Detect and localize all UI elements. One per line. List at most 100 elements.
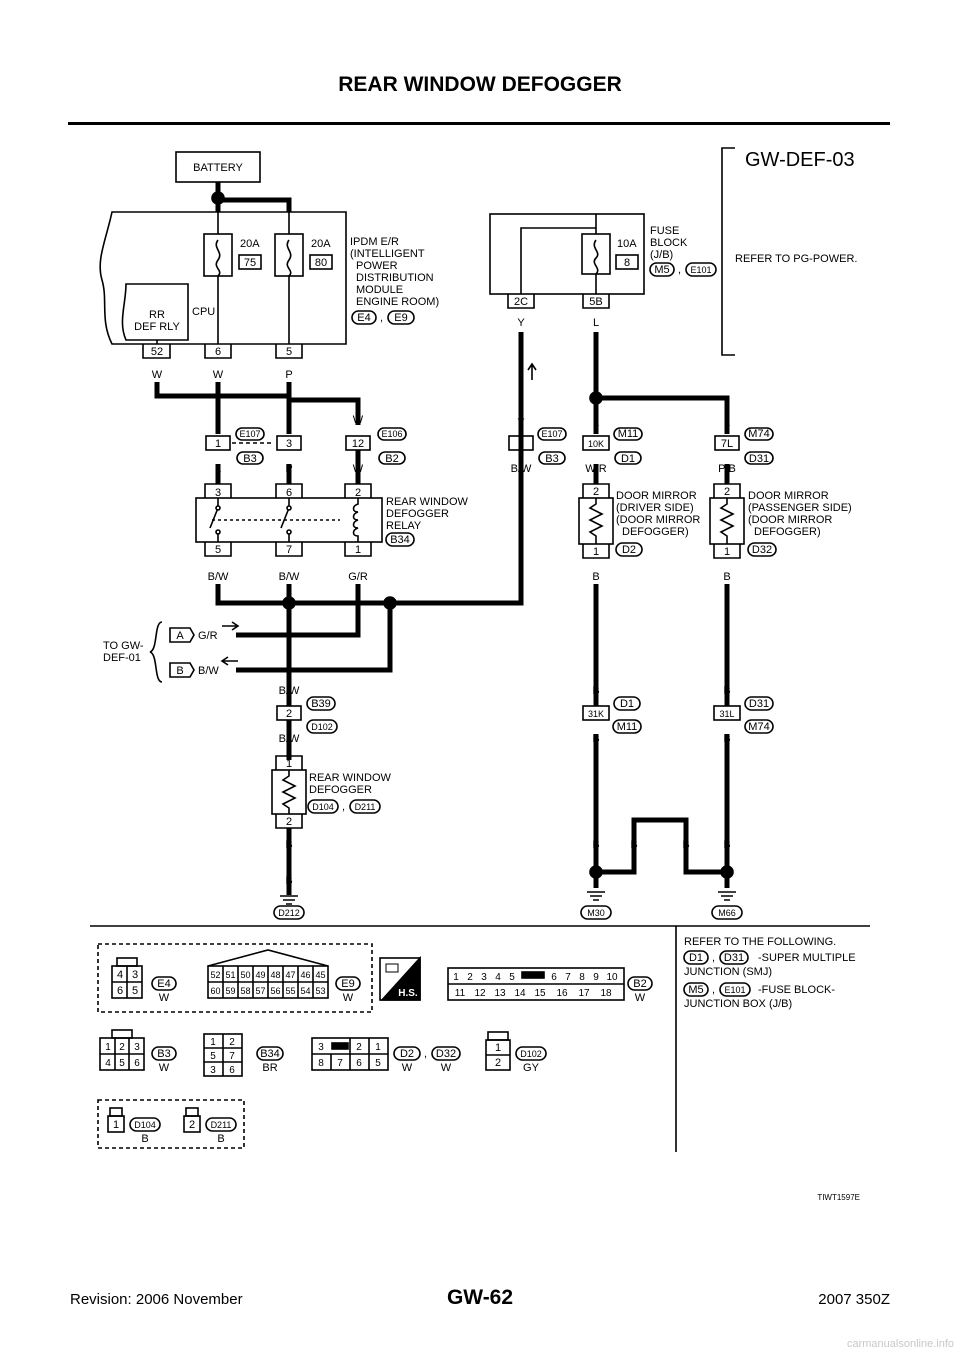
fuse-8-num-box: [615, 254, 639, 270]
fb-term-5b-label: 5B: [589, 296, 602, 308]
wire-l-down: [593, 332, 730, 434]
e9-pin: 47: [285, 970, 295, 980]
to-gw-brace: [149, 621, 163, 683]
relay-pin-bot-1: [344, 542, 372, 557]
e4-id: E4: [157, 978, 170, 990]
refer-d1: D1: [689, 952, 703, 964]
footer-revision: Revision: 2006 November: [70, 1291, 243, 1308]
relay-conn-box: [385, 532, 415, 547]
d104-id-box: [129, 1117, 161, 1132]
ipdm-box: [99, 211, 347, 345]
joint-b3-bot: B3: [243, 453, 256, 465]
joint-relay-b: [383, 596, 397, 610]
refer-jb-1: -FUSE BLOCK-: [758, 984, 835, 996]
e4-pin-4: 5: [132, 985, 138, 997]
ipdm-term-52-label: 52: [151, 346, 163, 358]
joint-e107-top: E107: [239, 429, 260, 439]
to-gw-l1: TO GW-: [103, 640, 144, 652]
b3-pin: 2: [119, 1042, 125, 1053]
b2-pin: 4: [495, 972, 501, 983]
relay-pin-bot-5: [204, 542, 232, 557]
joint-31l-pin: 31L: [719, 709, 734, 719]
fuse-75-num-box: [238, 254, 262, 270]
mirror-d-resistor: [588, 498, 604, 544]
ipdm-name-2: (INTELLIGENT: [350, 248, 425, 260]
fb-name-3: (J/B): [650, 249, 673, 261]
joint-e106-pin-box: [345, 435, 371, 451]
flow-arrow: [527, 362, 537, 380]
joint-b3b-bot: B3: [545, 453, 558, 465]
mirror-p-resistor: [719, 498, 735, 544]
wire-gr-2: G/R: [198, 630, 218, 642]
wire-relay-5: [215, 350, 524, 606]
b2-pin: 17: [578, 988, 590, 999]
joint-d1-bot-box: [614, 451, 642, 465]
e9-pin: 51: [225, 970, 235, 980]
defogger-conn-d104: D104: [312, 802, 334, 812]
mirror-d-name-3: (DOOR MIRROR: [616, 514, 700, 526]
fuse-block-internal: [520, 214, 597, 294]
joint-m74b-bot-box: [744, 719, 774, 734]
e4-grid: [112, 966, 142, 998]
b34-id: B34: [260, 1048, 280, 1060]
ipdm-term-6-label: 6: [215, 346, 221, 358]
d2-pin: 6: [356, 1058, 362, 1069]
b2-pin: 7: [565, 972, 571, 983]
joint-m11-top-box: [613, 427, 643, 441]
mirror-d-pin-1: [582, 544, 610, 559]
b3-pin: 5: [119, 1058, 125, 1069]
defogger-conn-d211: D211: [355, 802, 376, 812]
e9-pin: 57: [255, 986, 265, 996]
fuse-75-amp: 20A: [240, 238, 260, 250]
to-gw-a: A: [176, 630, 184, 642]
e9-hood: [207, 949, 329, 967]
d102-tab: [487, 1031, 509, 1041]
ipdm-name-1: IPDM E/R: [350, 236, 399, 248]
joint-e107-pin3-box: [276, 435, 302, 451]
footer-page-number: GW-62: [446, 1286, 514, 1309]
to-gw-l2: DEF-01: [103, 652, 141, 664]
b34-color: BR: [262, 1062, 277, 1074]
wire-l-3: L: [593, 417, 599, 429]
defogger-conn-d211-box: [349, 799, 381, 814]
to-gw-b: B: [176, 665, 183, 677]
e9-pin: 52: [210, 970, 220, 980]
mirror-d-conn-box: [615, 542, 643, 557]
pg-power-ref: REFER TO PG-POWER.: [735, 253, 857, 265]
e4-pin-1: 4: [117, 969, 123, 981]
b3-pin: 4: [105, 1058, 111, 1069]
ipdm-term-52: [142, 344, 171, 359]
b3-tab: [111, 1029, 133, 1039]
d2-color: W: [402, 1062, 413, 1074]
wire-b-11: B: [682, 839, 689, 851]
ipdm-conn-e4: E4: [357, 312, 370, 324]
b2-pin: 12: [474, 988, 486, 999]
joint-7l-pin-box: [714, 435, 740, 451]
e4-pin-2: 3: [132, 969, 138, 981]
wire-m30: [593, 734, 730, 875]
ipdm-term-6: [204, 344, 232, 359]
wire-pb-1: P/B: [718, 463, 736, 475]
battery-joint: [211, 191, 225, 205]
joint-b39-top: B39: [311, 698, 331, 710]
e9-pin: 50: [240, 970, 250, 980]
refer-title: REFER TO THE FOLLOWING.: [684, 936, 836, 948]
joint-relay-5: [282, 596, 296, 610]
d104-color: B: [141, 1133, 148, 1145]
wire-bw-5: B/W: [279, 733, 300, 745]
wire-b-8: B: [723, 733, 730, 745]
e9-pin: 45: [315, 970, 325, 980]
b34-pin: 7: [229, 1051, 235, 1062]
relay-contact-2-dot2: [286, 529, 292, 535]
d32-id: D32: [436, 1048, 456, 1060]
joint-d102-bot: D102: [311, 722, 333, 732]
fuse-75-symbol: [215, 239, 221, 277]
joint-d1b-top: D1: [620, 698, 634, 710]
relay-pin-bot-1-label: 1: [355, 544, 361, 556]
joint-7l-pin: 7L: [721, 438, 733, 450]
refer-jb-2: JUNCTION BOX (J/B): [684, 998, 792, 1010]
ground-d212: D212: [278, 908, 300, 918]
